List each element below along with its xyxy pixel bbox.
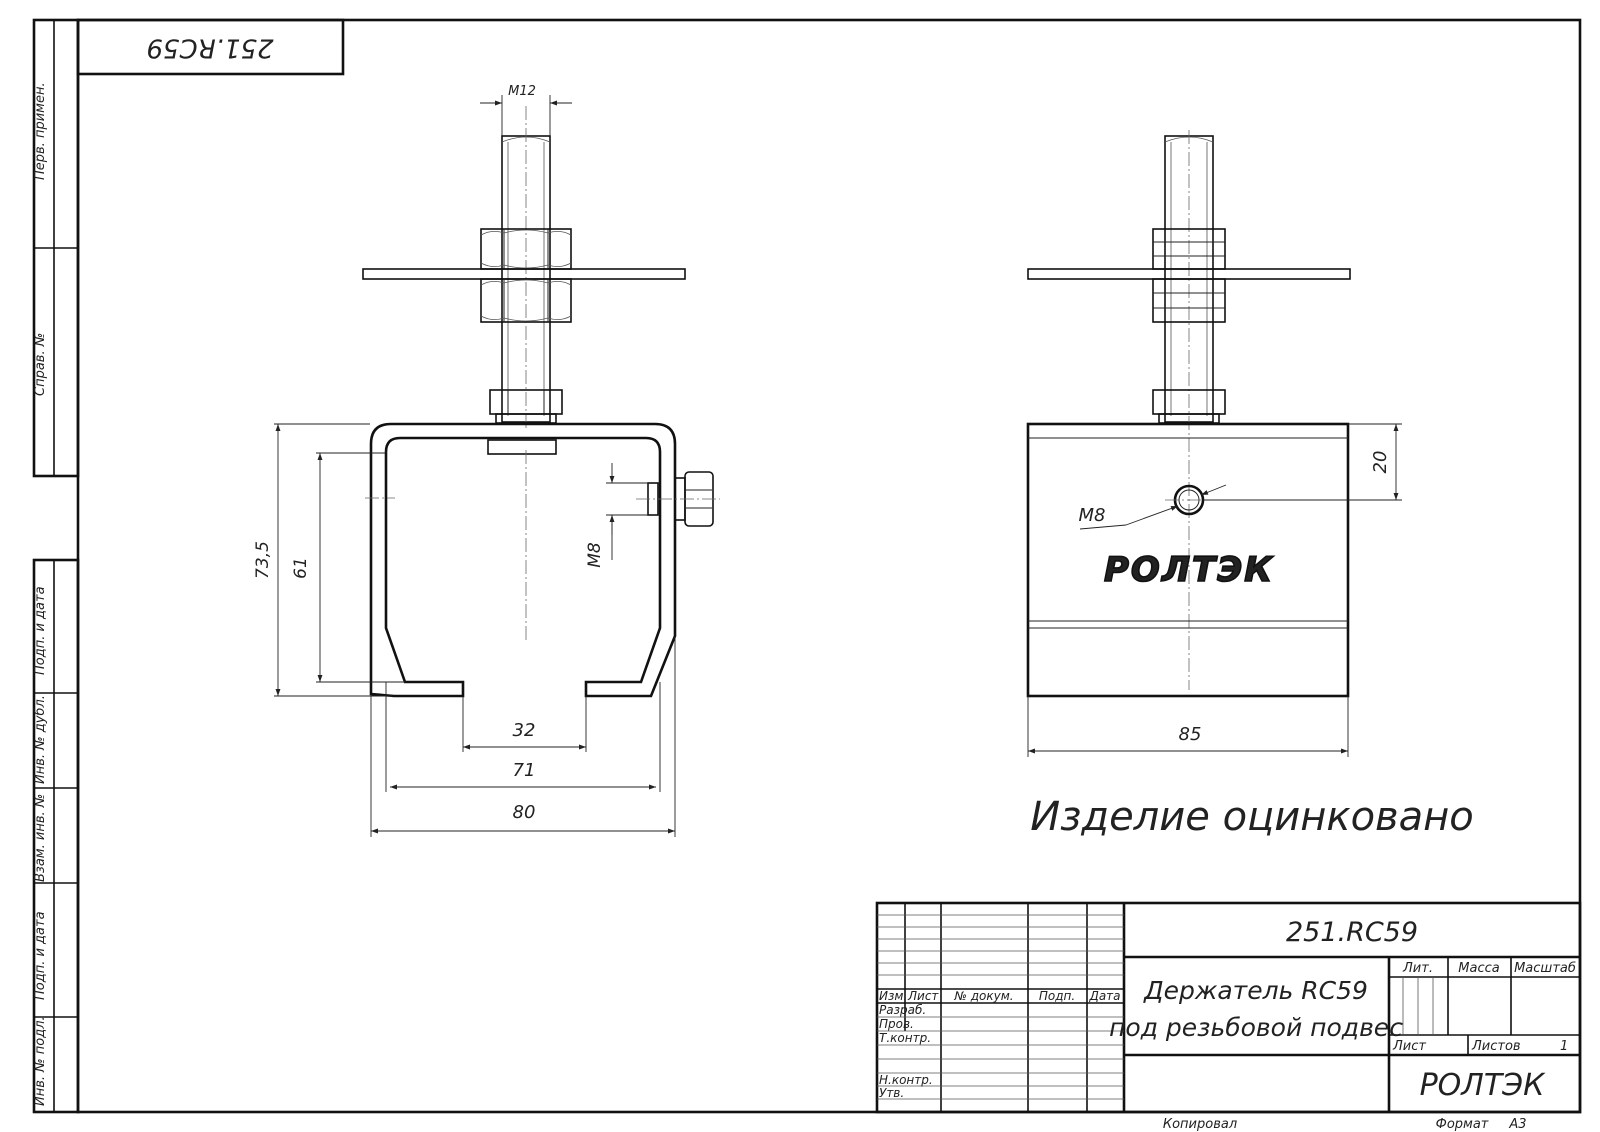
- side-label-perv: Перв. примен.: [33, 82, 48, 180]
- side-label-inv-podl: Инв. № подл.: [33, 1016, 48, 1106]
- drawing-code-rotated: 251.RC59: [146, 33, 273, 63]
- format-value: А3: [1508, 1117, 1526, 1132]
- sheets-label: Листов: [1471, 1039, 1521, 1054]
- galvanized-note: Изделие оцинковано: [1030, 794, 1474, 840]
- role-tkontr: Т.контр.: [879, 1031, 931, 1045]
- dim-85: 85: [1179, 724, 1202, 745]
- col-doc: № докум.: [953, 989, 1013, 1003]
- side-label-inv-dubl: Инв. № дубл.: [33, 695, 48, 784]
- side-dimensions: 20 M8 85: [1027, 423, 1402, 757]
- col-data: Дата: [1088, 989, 1120, 1003]
- dim-80: 80: [513, 802, 536, 823]
- lit-header: Лит.: [1402, 961, 1433, 976]
- side-view: РОЛТЭК: [1026, 130, 1351, 698]
- title-line-1: Держатель RC59: [1143, 976, 1368, 1005]
- dim-73-5: 73,5: [253, 541, 273, 579]
- title-line-2: под резьбовой подвес: [1109, 1013, 1403, 1042]
- col-podp: Подп.: [1039, 989, 1075, 1003]
- dim-m8-hole: M8: [1079, 505, 1106, 526]
- role-razrab: Разраб.: [879, 1003, 926, 1017]
- role-utv: Утв.: [879, 1086, 904, 1100]
- dim-m12: M12: [508, 84, 536, 99]
- front-view: [362, 106, 720, 698]
- dim-32: 32: [513, 720, 536, 741]
- col-list: Лист: [907, 989, 939, 1003]
- role-prov: Пров.: [879, 1017, 914, 1031]
- copied-label: Копировал: [1163, 1117, 1237, 1132]
- side-strip: Перв. примен. Справ. № Подп. и дата Инв.…: [32, 18, 80, 1114]
- dim-20: 20: [1370, 451, 1391, 474]
- front-dimensions: M12 73,5 61 M8 32 71 80: [253, 84, 676, 837]
- dim-61: 61: [291, 557, 311, 579]
- logo-engraving: РОЛТЭК: [1104, 550, 1274, 590]
- mass-header: Масса: [1458, 961, 1499, 976]
- company-name: РОЛТЭК: [1420, 1068, 1547, 1103]
- dim-m8-bolt: M8: [585, 542, 605, 568]
- doc-code: 251.RC59: [1286, 917, 1418, 948]
- side-label-sprav: Справ. №: [33, 333, 48, 396]
- side-label-podp-1: Подп. и дата: [33, 586, 48, 675]
- side-label-vzam: Взам. инв. №: [33, 794, 48, 882]
- col-izm: Изм.: [879, 989, 907, 1003]
- title-block: Изм. Лист № докум. Подп. Дата Разраб. Пр…: [875, 901, 1582, 1114]
- format-label: Формат: [1436, 1117, 1489, 1132]
- sheet-label: Лист: [1392, 1039, 1426, 1054]
- side-label-podp-2: Подп. и дата: [33, 911, 48, 1000]
- dim-71: 71: [513, 760, 536, 781]
- sheets-count: 1: [1560, 1039, 1568, 1054]
- scale-header: Масштаб: [1514, 961, 1576, 976]
- role-nkontr: Н.контр.: [879, 1073, 933, 1087]
